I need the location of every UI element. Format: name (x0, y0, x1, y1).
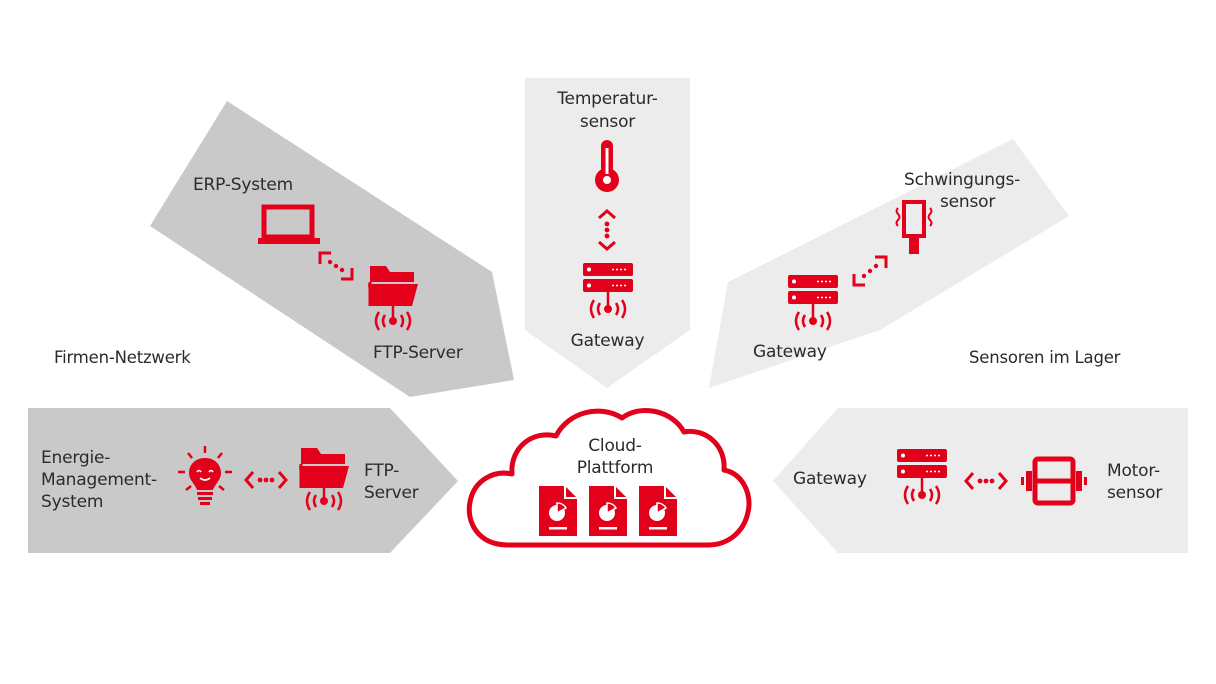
bidirectional-arrow-icon (964, 472, 1008, 490)
temperature-gateway-label: Gateway (570, 331, 645, 351)
energy-system-label-line2: Management- (41, 470, 157, 490)
report-chart-document-icon (539, 486, 577, 536)
vibration-sensor-icon (895, 200, 933, 254)
cloud-label-line1: Cloud- (588, 436, 642, 456)
energy-system-label-line1: Energie- (41, 448, 111, 468)
report-chart-document-icon (639, 486, 677, 536)
network-folder-icon (299, 448, 349, 511)
panel-erp (150, 101, 514, 397)
lightbulb-icon (178, 446, 232, 505)
motor-sensor-label-line2: sensor (1107, 483, 1163, 503)
erp-system-label: ERP-System (193, 175, 293, 195)
bidirectional-arrow-icon (598, 209, 616, 251)
panel-vibration (709, 139, 1069, 388)
group-label-warehouse-sensors: Sensoren im Lager (969, 348, 1121, 367)
motor-icon (1021, 456, 1087, 506)
gateway-server-icon (788, 275, 838, 331)
gateway-server-icon (583, 263, 633, 319)
network-folder-icon (368, 266, 418, 331)
bidirectional-arrow-icon (244, 471, 288, 489)
ftp-server-label: FTP-Server (373, 343, 463, 363)
energy-ftp-label-line1: FTP- (364, 461, 400, 481)
laptop-icon (258, 204, 320, 244)
vibration-sensor-label-line2: sensor (940, 192, 996, 212)
energy-ftp-label-line2: Server (364, 483, 419, 503)
temperature-sensor-label-line2: sensor (579, 112, 636, 132)
bidirectional-arrow-icon (852, 255, 888, 287)
gateway-server-icon (897, 449, 947, 505)
cloud-label-line2: Plattform (576, 458, 654, 478)
panel-temperature (525, 78, 690, 388)
bidirectional-arrow-icon (318, 251, 354, 281)
temperature-sensor-label-line1: Temperatur- (557, 89, 658, 109)
motor-sensor-label-line1: Motor- (1107, 461, 1160, 481)
report-chart-document-icon (589, 486, 627, 536)
vibration-gateway-label: Gateway (753, 342, 827, 362)
motor-gateway-label: Gateway (793, 469, 867, 489)
group-label-company-network: Firmen-Netzwerk (54, 348, 191, 367)
vibration-sensor-label-line1: Schwingungs- (904, 170, 1021, 190)
energy-system-label-line3: System (41, 492, 104, 512)
thermometer-icon (595, 140, 619, 192)
panel-energy (28, 408, 458, 553)
